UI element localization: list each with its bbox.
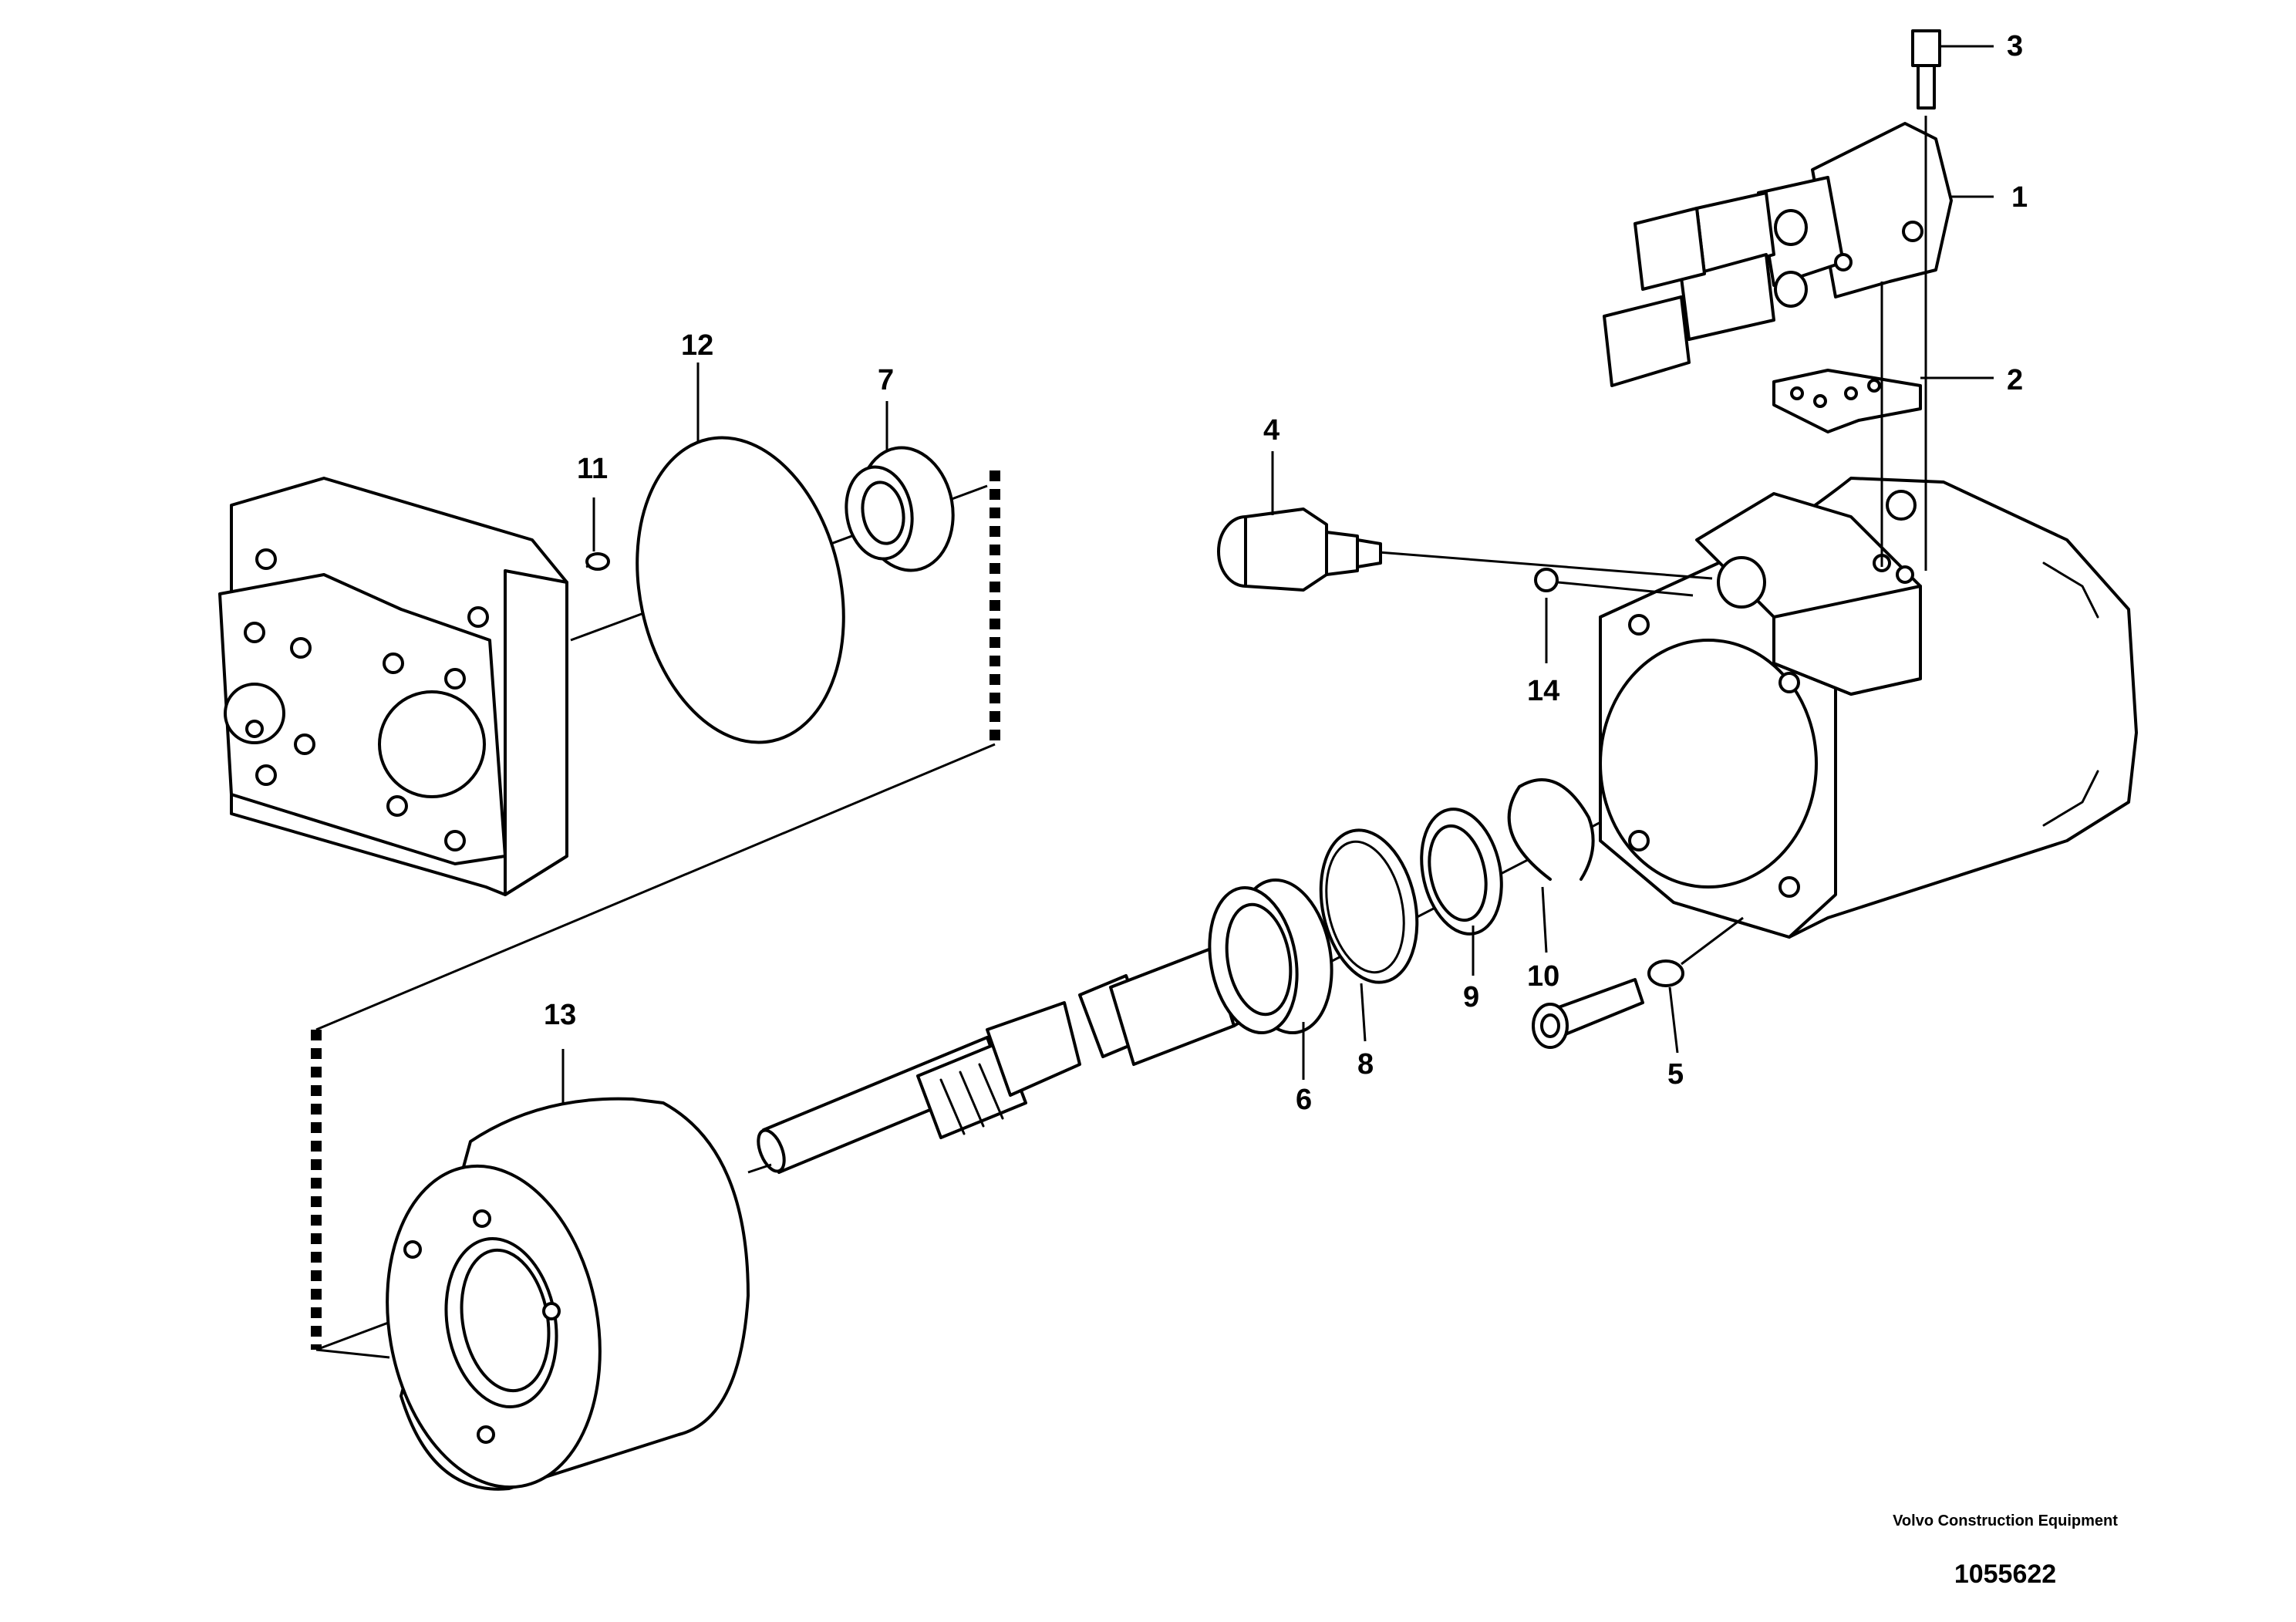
pump-housing bbox=[1599, 477, 2138, 939]
cylinder-block-13 bbox=[386, 1097, 750, 1491]
control-valve-1 bbox=[1603, 122, 1953, 387]
screw-3 bbox=[1911, 29, 1941, 110]
callout-6: 6 bbox=[1296, 1084, 1312, 1116]
o-ring-large-12 bbox=[636, 436, 845, 744]
o-ring-small-11 bbox=[585, 552, 610, 571]
callout-leaders bbox=[561, 45, 1994, 1103]
plug-14 bbox=[1534, 568, 1559, 592]
shim-ring-8 bbox=[1319, 828, 1419, 984]
shaft-seal-9 bbox=[1420, 808, 1503, 936]
callout-9: 9 bbox=[1463, 981, 1479, 1013]
bolt-5 bbox=[1532, 978, 1644, 1049]
gasket-plate-2 bbox=[1772, 369, 1922, 433]
callout-5: 5 bbox=[1667, 1058, 1684, 1091]
callout-4: 4 bbox=[1263, 414, 1279, 447]
callout-11: 11 bbox=[577, 453, 608, 485]
callout-14: 14 bbox=[1527, 675, 1559, 707]
callout-2: 2 bbox=[2007, 364, 2023, 396]
retaining-ring-10 bbox=[1507, 778, 1595, 881]
company-credit: Volvo Construction Equipment bbox=[1893, 1512, 2118, 1529]
end-cover-housing bbox=[218, 477, 568, 896]
callout-7: 7 bbox=[878, 364, 894, 396]
callout-1: 1 bbox=[2011, 181, 2028, 214]
valve-4 bbox=[1217, 508, 1382, 592]
bearing-7 bbox=[845, 446, 955, 572]
callout-13: 13 bbox=[544, 999, 576, 1031]
bearing-6 bbox=[1208, 878, 1333, 1035]
callout-10: 10 bbox=[1527, 960, 1559, 993]
callout-3: 3 bbox=[2007, 30, 2023, 62]
drawing-number: 1055622 bbox=[1954, 1560, 2057, 1589]
o-ring-5 bbox=[1647, 959, 1684, 987]
callout-8: 8 bbox=[1357, 1048, 1374, 1081]
dashed-break-lines bbox=[311, 470, 1000, 1359]
callout-12: 12 bbox=[681, 329, 713, 362]
